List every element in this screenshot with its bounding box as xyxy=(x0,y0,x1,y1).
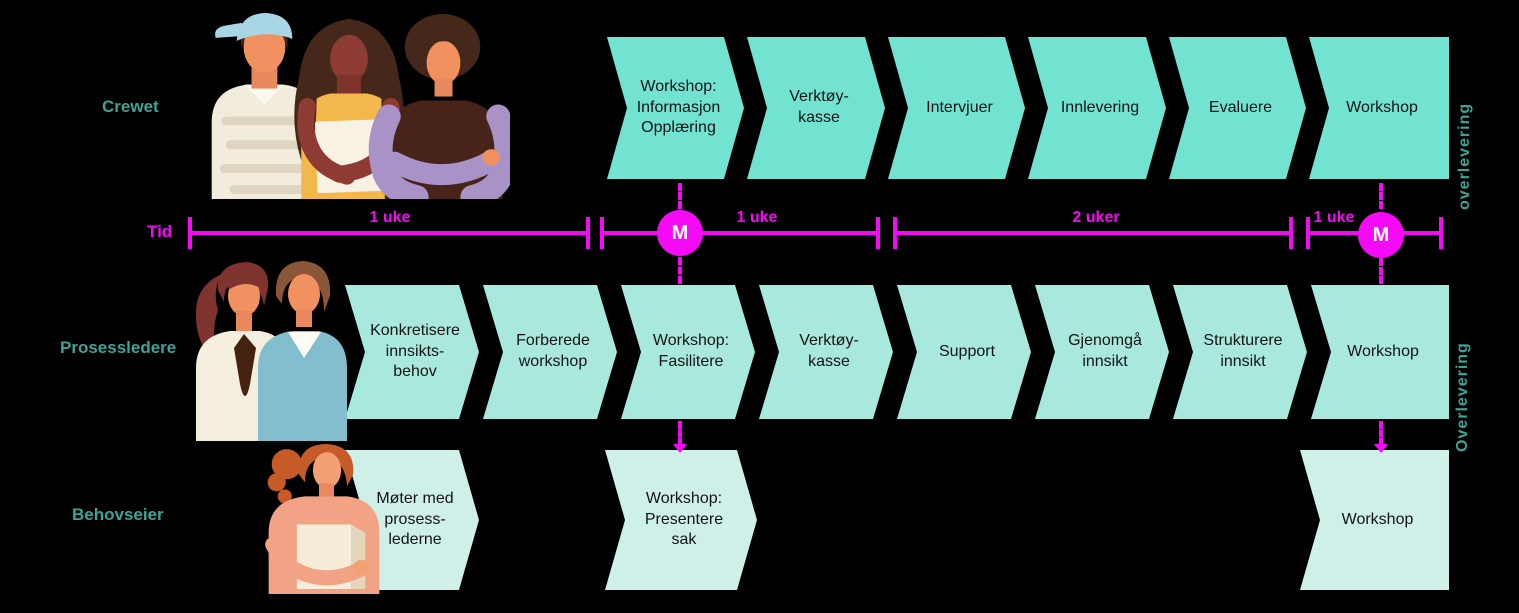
arrow-down-icon xyxy=(1374,444,1388,453)
lane-label-behovseier: Behovseier xyxy=(72,505,164,524)
timeline-tick xyxy=(600,217,604,249)
lane-label-prosessledere: Prosessledere xyxy=(60,338,177,357)
timeline-tick xyxy=(1289,217,1293,249)
connector-dashed-line xyxy=(1379,183,1383,209)
man-with-vest xyxy=(258,261,347,441)
timeline-tick xyxy=(188,217,192,249)
step-gjenomga-innsikt: Gjenomgå innsikt xyxy=(1035,285,1169,419)
step-intervjuer: Intervjuer xyxy=(888,37,1025,179)
timeline-tick xyxy=(893,217,897,249)
step-support: Support xyxy=(897,285,1031,419)
timeline-bar-segment-1 xyxy=(190,231,588,235)
step-strukturere-innsikt: Strukturere innsikt xyxy=(1173,285,1307,419)
step-konkretisere-innsiktsbehov: Konkretisere innsikts- behov xyxy=(345,285,479,419)
crew-illustration xyxy=(211,12,510,199)
step-verktoykasse-crew: Verktøy- kasse xyxy=(747,37,885,179)
step-workshop-ledere: Workshop xyxy=(1311,285,1449,419)
duration-label-1-uke-c: 1 uke xyxy=(1313,209,1355,226)
side-label-overlevering-crew: overlevering xyxy=(1456,102,1473,210)
step-workshop-informasjon-opplaering: Workshop: Informasjon Opplæring xyxy=(607,37,744,179)
milestone-marker-2: M xyxy=(1358,212,1404,258)
duration-label-2-uker: 2 uker xyxy=(1072,209,1120,226)
timeline-tick xyxy=(586,217,590,249)
connector-dashed-line xyxy=(1379,421,1383,446)
need-owner-illustration xyxy=(265,444,380,594)
side-label-overlevering-ledere: Overlevering xyxy=(1454,342,1471,452)
timeline-tick xyxy=(876,217,880,249)
step-workshop-fasilitere: Workshop: Fasilitere xyxy=(621,285,755,419)
step-workshop-behovseier: Workshop xyxy=(1300,450,1449,590)
person-arms-crossed xyxy=(368,13,510,199)
timeline-bar-segment-3 xyxy=(895,231,1291,235)
step-forberede-workshop: Forberede workshop xyxy=(483,285,617,419)
timeline-tick xyxy=(1439,217,1443,249)
timeline-axis-label: Tid xyxy=(147,222,173,241)
connector-dashed-line xyxy=(678,257,682,284)
timeline-tick xyxy=(1306,217,1310,249)
lane-label-crewet: Crewet xyxy=(102,97,159,116)
process-leaders-illustration xyxy=(195,261,347,441)
connector-dashed-line xyxy=(678,421,682,446)
person-with-cap xyxy=(211,12,318,199)
duration-label-1-uke-a: 1 uke xyxy=(369,209,411,226)
duration-label-1-uke-b: 1 uke xyxy=(736,209,778,226)
milestone-marker-1: M xyxy=(657,210,703,256)
connector-dashed-line xyxy=(1379,258,1383,284)
step-innlevering: Innlevering xyxy=(1028,37,1166,179)
step-evaluere: Evaluere xyxy=(1169,37,1306,179)
connector-dashed-line xyxy=(678,183,682,209)
step-workshop-crew: Workshop xyxy=(1309,37,1449,179)
timeline-bar-segment-2 xyxy=(602,231,878,235)
woman-with-binder xyxy=(265,444,380,594)
step-verktoykasse-ledere: Verktøy- kasse xyxy=(759,285,893,419)
step-workshop-presentere-sak: Workshop: Presentere sak xyxy=(605,450,757,590)
arrow-down-icon xyxy=(673,444,687,453)
